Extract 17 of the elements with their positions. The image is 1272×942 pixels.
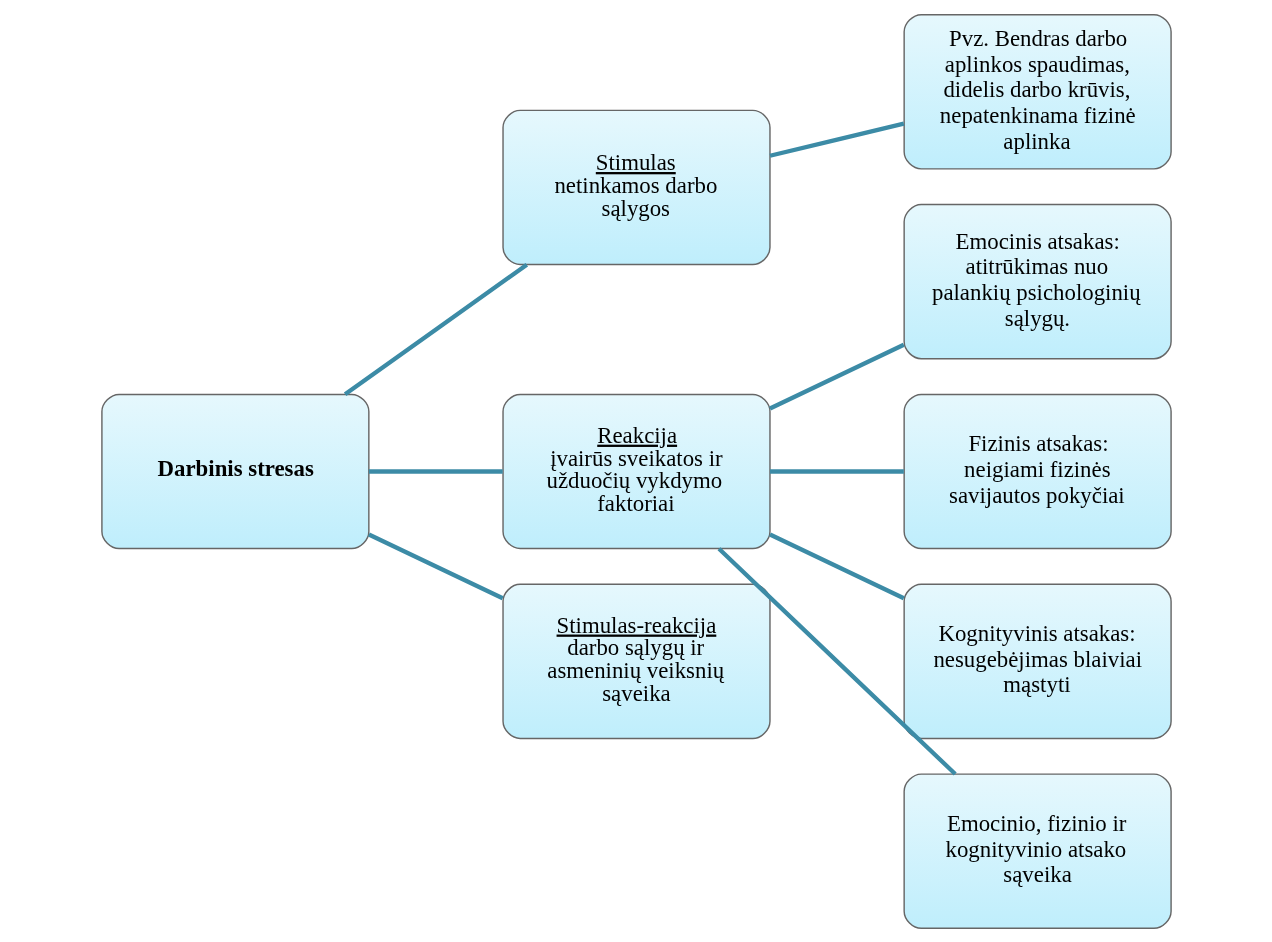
connector [769,468,904,474]
node-box: Pvz. Bendras darbo aplinkos spaudimas, didelis darbo krūvis, nepatenkinama fizinė aplinka [902,13,1172,170]
node-box: Darbinis stresas [100,393,370,549]
connector [769,121,904,158]
connector [343,262,528,396]
node-box: Kognityvinis atsakas: nesugebėjimas blaiviai mąstyti [902,583,1172,739]
node-box: Stimulas netinkamos darbo sąlygos [501,109,771,265]
node-box: Emocinio, fizinio ir kognityvinio atsako sąveika [902,772,1172,929]
node-box: Fizinis atsakas: neigiami fizinės savijautos pokyčiai [902,393,1172,549]
connector [367,532,504,600]
connector [717,546,957,776]
node-box: Emocinis atsakas: atitrūkimas nuo palankių psichologinių sąlygų. [902,203,1172,359]
connector [368,468,503,474]
connector [768,342,905,410]
node-box: Reakcija įvairūs sveikatos ir užduočių vykdymo faktoriai [501,393,771,549]
connector [768,532,905,600]
node-box: Stimulas-reakcija darbo sąlygų ir asmeninių veiksnių sąveika [501,583,771,739]
